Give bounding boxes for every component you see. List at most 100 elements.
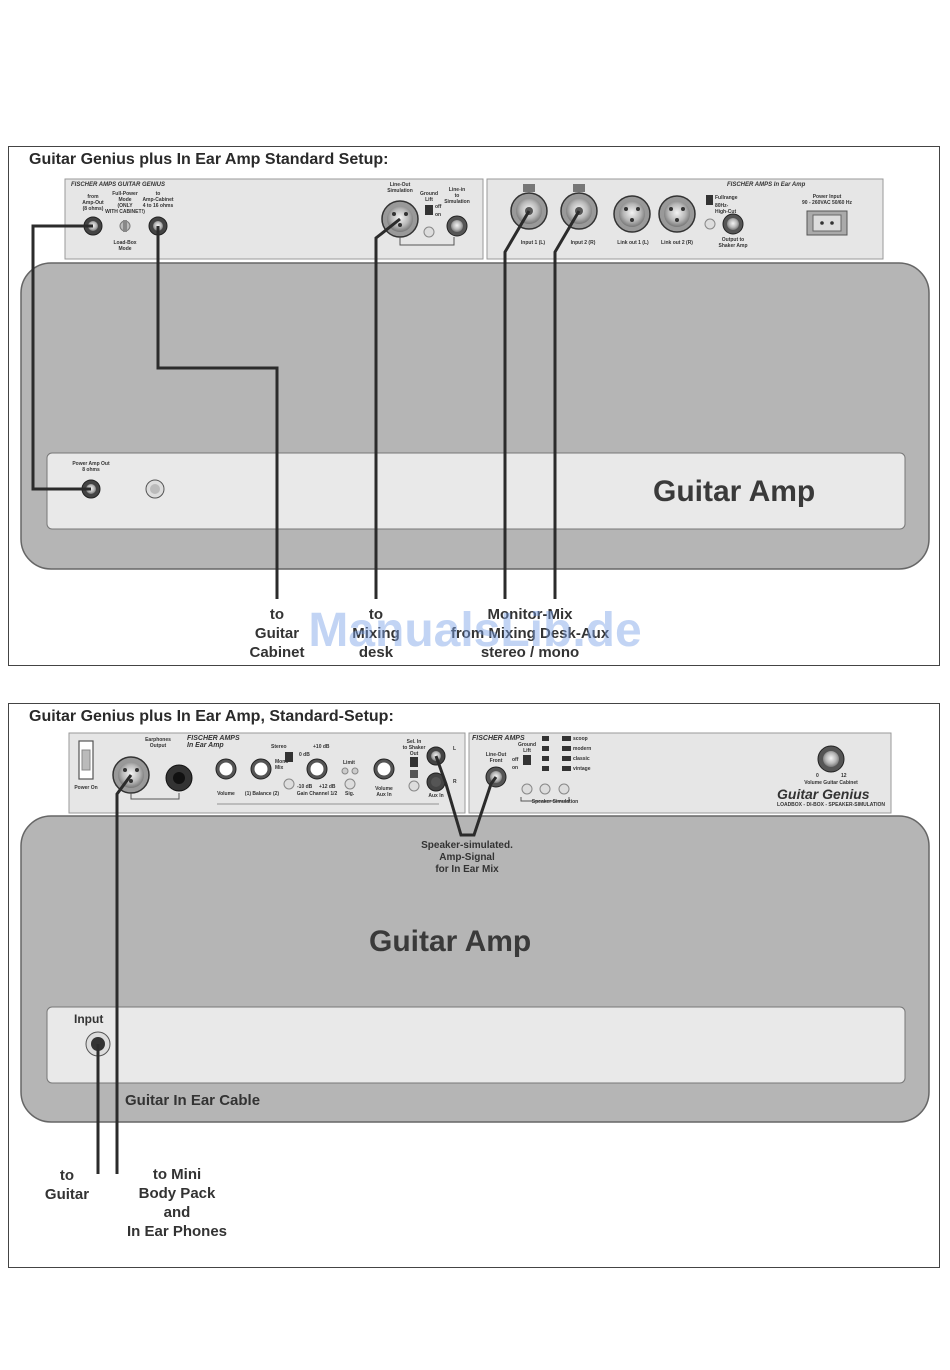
- label-power-input: Power Input 90 - 260VAC 50/60 Hz: [802, 194, 852, 206]
- shaker-select-switch: [408, 757, 420, 792]
- label-output-to-shaker: Output to Shaker Amp: [718, 237, 748, 249]
- label-plus10db: +10 dB: [313, 744, 330, 750]
- speaker-signal-caption: Speaker-simulated. Amp-Signal for In Ear…: [421, 840, 513, 875]
- guitar-amp-label-1: Guitar Amp: [653, 475, 816, 508]
- label-sig: Sig.: [345, 791, 355, 797]
- cable-amp-out-to-genius: [31, 224, 93, 491]
- label-volume-aux-in: Volume Aux In: [375, 786, 393, 798]
- jack-aux-in-r: [426, 772, 446, 792]
- label-minus10db: -10 dB: [297, 784, 313, 790]
- label-speaker-simulation: Speaker Simulation: [531, 799, 579, 805]
- genius-brand-2: FISCHER AMPS: [472, 735, 525, 742]
- label-volume: Volume: [217, 791, 235, 797]
- label-zero-db: 0 dB: [299, 752, 310, 758]
- label-balance: (1) Balance (2): [244, 791, 280, 797]
- label-ground-lift-1: Ground Lift: [419, 191, 439, 203]
- label-aux-l: L: [453, 746, 457, 752]
- in-ear-brand-1: FISCHER AMPS In Ear Amp: [727, 182, 806, 188]
- power-input-socket: [806, 210, 848, 236]
- label-off-2: off: [512, 757, 519, 763]
- cable-monitor-mix-2: [553, 210, 581, 599]
- ground-lift-switch-2: [521, 755, 533, 795]
- label-line-out-simulation: Line-Out Simulation: [387, 182, 413, 194]
- label-sel-to-shaker: Sel. In to Shaker Out: [402, 739, 426, 757]
- label-on-1: on: [435, 212, 442, 218]
- jack-line-in-simulation: [446, 215, 468, 237]
- label-load-box-mode: Load-Box Mode: [113, 240, 137, 252]
- stereo-mono-switch: [283, 752, 295, 790]
- label-to-amp-cabinet: to Amp-Cabinet 4 to 16 ohms: [142, 191, 174, 209]
- knob-volume-aux-in: [373, 758, 395, 780]
- guitar-genius-product: Guitar Genius: [777, 786, 870, 802]
- mode-switch: [119, 220, 131, 232]
- setup1-diagram: [20, 178, 930, 599]
- mode-modern: modern: [573, 746, 592, 752]
- power-switch: [78, 740, 94, 780]
- label-gain-channel: Gain Channel 1/2: [296, 791, 338, 797]
- limit-sig-leds: [341, 767, 359, 790]
- label-power-on: Power On: [74, 785, 98, 791]
- dest-guitar: to Guitar: [44, 1167, 90, 1203]
- label-aux-r: R: [453, 779, 457, 785]
- label-knob-max: 12: [841, 773, 847, 779]
- mode-vintage: vintage: [573, 766, 591, 772]
- label-earphones-output: Earphones Output: [145, 737, 171, 749]
- label-line-out-front: Line-Out Front: [485, 752, 507, 764]
- setup1-frame: Guitar Genius plus In Ear Amp Standard S…: [8, 146, 940, 666]
- xlr-link-out-1: [613, 195, 651, 233]
- knob-balance: [250, 758, 272, 780]
- mode-scoop: scoop: [573, 736, 588, 742]
- xlr-link-out-2: [658, 195, 696, 233]
- label-from-amp-out: from Amp-Out (8 ohms): [82, 194, 104, 212]
- genius-brand-1: FISCHER AMPS GUITAR GENIUS: [71, 182, 166, 188]
- label-input-1: Input 1 (L): [520, 240, 546, 246]
- jack-output-to-shaker: [722, 213, 744, 235]
- label-amp-input: Input: [74, 1012, 104, 1026]
- label-link-out-1: Link out 1 (L): [617, 240, 649, 246]
- knob-volume: [215, 758, 237, 780]
- speaker-sim-switches: [520, 736, 571, 802]
- cable-to-guitar-cabinet: [156, 226, 279, 599]
- label-aux-in: Aux In: [428, 793, 444, 799]
- jack-earphones: [165, 764, 193, 792]
- guitar-genius-subtitle: LOADBOX - DI-BOX - SPEAKER-SIMULATION: [777, 802, 885, 808]
- label-power-amp-out: Power Amp Out 8 ohms: [72, 461, 110, 473]
- amp-front-panel-2: [46, 1006, 906, 1084]
- dest-mixing-desk: to Mixing desk: [352, 606, 400, 661]
- guitar-genius-panel-2: [468, 732, 892, 814]
- label-link-out-2: Link out 2 (R): [661, 240, 693, 246]
- cable-monitor-mix-1: [503, 210, 531, 599]
- knob-volume-guitar-cabinet: [817, 745, 845, 773]
- cable-to-mixing-desk: [374, 217, 401, 599]
- guitar-amp-label-2: Guitar Amp: [369, 925, 532, 958]
- label-input-2: Input 2 (R): [570, 240, 596, 246]
- amp-front-panel-1: [46, 452, 906, 530]
- label-fullrange: Fullrange: [715, 195, 738, 201]
- label-knob-min: 0: [816, 773, 819, 779]
- cable-to-body-pack: [115, 774, 133, 1174]
- label-full-power-mode: Full-Power Mode (ONLY WITH CABINET!): [105, 191, 145, 215]
- knob-gain: [306, 758, 328, 780]
- filter-switch: [704, 195, 716, 230]
- jack-amp-second: [145, 479, 165, 499]
- setup2-frame: Guitar Genius plus In Ear Amp, Standard-…: [8, 703, 940, 1268]
- label-on-2: on: [512, 765, 519, 771]
- ground-lift-switch-1: [399, 205, 455, 246]
- label-guitar-in-ear-cable: Guitar In Ear Cable: [125, 1092, 261, 1109]
- label-line-in-simulation: Line-in to Simulation: [444, 187, 470, 205]
- setup2-title: Guitar Genius plus In Ear Amp, Standard-…: [29, 708, 394, 725]
- label-limit: Limit: [343, 760, 355, 766]
- label-mono-mix: Mono Mix: [275, 759, 289, 771]
- label-ground-lift-2: Ground Lift: [517, 742, 537, 754]
- label-volume-guitar-cabinet: Volume Guitar Cabinet: [804, 780, 858, 786]
- in-ear-brand-2: FISCHER AMPS In Ear Amp: [187, 735, 240, 749]
- setup1-title: Guitar Genius plus In Ear Amp Standard S…: [29, 151, 389, 168]
- dest-monitor-mix: Monitor-Mix from Mixing Desk-Aux stereo …: [450, 606, 610, 661]
- label-high-cut: 80Hz- High-Cut: [715, 203, 737, 215]
- label-stereo: Stereo: [271, 744, 287, 750]
- label-off-1: off: [435, 204, 442, 210]
- setup2-diagram: [20, 732, 930, 1174]
- cable-speaker-simulated-signal: [434, 755, 498, 837]
- dest-body-pack: to Mini Body Pack and In Ear Phones: [126, 1166, 228, 1240]
- label-plus12db: +12 dB: [319, 784, 336, 790]
